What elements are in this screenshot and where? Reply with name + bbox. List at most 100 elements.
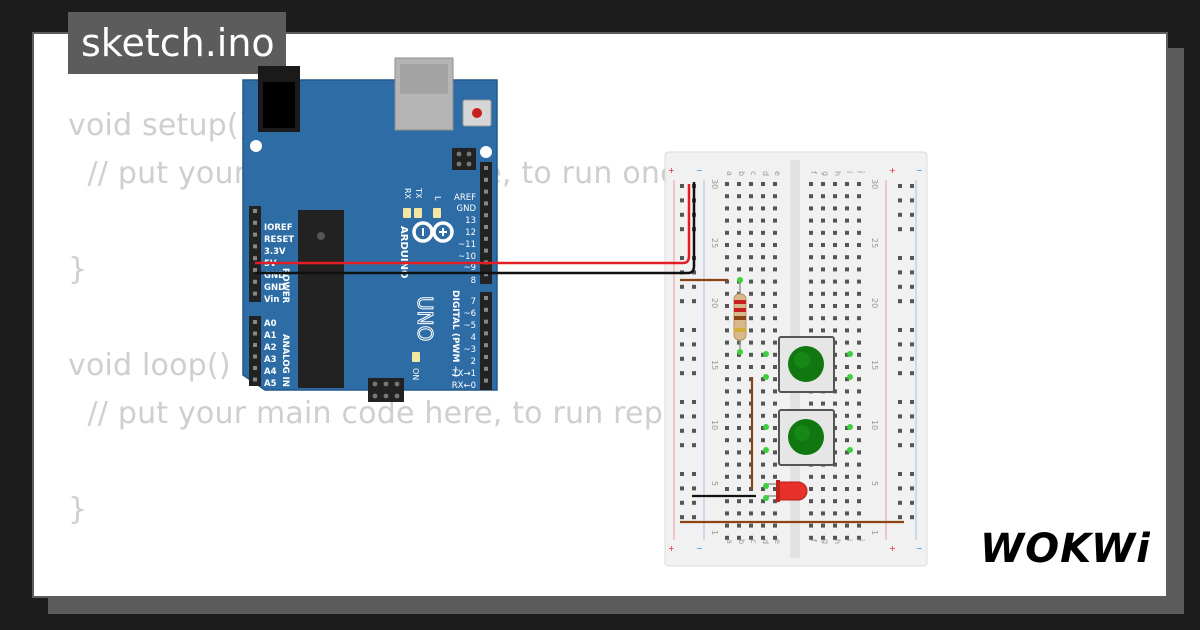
breadboard-hole bbox=[725, 352, 729, 357]
pin-label: RX←0 bbox=[452, 381, 476, 391]
rail-hole bbox=[898, 212, 902, 217]
connection-markers bbox=[737, 277, 853, 501]
breadboard-hole bbox=[857, 511, 861, 516]
breadboard-hole bbox=[857, 365, 861, 369]
pin-label: A4 bbox=[264, 367, 277, 377]
breadboard-hole bbox=[773, 365, 777, 369]
breadboard-hole bbox=[761, 450, 765, 455]
breadboard-hole bbox=[725, 389, 729, 394]
breadboard-hole bbox=[821, 523, 825, 528]
breadboard-hole bbox=[737, 401, 741, 406]
breadboard-hole bbox=[821, 255, 825, 260]
column-label: f bbox=[809, 171, 818, 174]
breadboard-hole bbox=[845, 450, 849, 455]
rail-hole bbox=[680, 428, 684, 433]
pin-label: 7 bbox=[471, 297, 476, 307]
breadboard-hole bbox=[773, 328, 777, 333]
breadboard-hole bbox=[773, 413, 777, 418]
power-wire[interactable] bbox=[255, 184, 691, 265]
rail-hole bbox=[910, 428, 914, 433]
breadboard-hole bbox=[773, 426, 777, 430]
breadboard-hole bbox=[761, 377, 765, 382]
connection-dot bbox=[763, 424, 769, 430]
column-label: f bbox=[809, 539, 818, 542]
breadboard-hole bbox=[833, 206, 837, 211]
rail-hole bbox=[692, 328, 696, 332]
breadboard-hole bbox=[845, 499, 849, 504]
wires[interactable] bbox=[255, 182, 904, 524]
digital-header-high bbox=[480, 162, 492, 284]
wokwi-logo: WOKWi bbox=[980, 526, 1150, 572]
breadboard-hole bbox=[749, 218, 753, 223]
pin-label: A3 bbox=[264, 355, 277, 365]
breadboard-hole bbox=[821, 316, 825, 321]
breadboard-hole bbox=[737, 499, 741, 504]
breadboard-hole bbox=[773, 523, 777, 528]
breadboard-hole bbox=[833, 316, 837, 321]
breadboard-hole bbox=[761, 523, 765, 528]
breadboard-hole bbox=[725, 316, 729, 321]
pin-label: RESET bbox=[264, 235, 294, 245]
rail-hole bbox=[910, 342, 914, 347]
breadboard-hole bbox=[857, 194, 861, 199]
analog-header bbox=[249, 316, 261, 386]
pin-label: A1 bbox=[264, 331, 277, 341]
breadboard-hole bbox=[761, 535, 765, 540]
breadboard-hole bbox=[833, 535, 837, 540]
status-leds: RX TX L ON bbox=[403, 187, 442, 380]
breadboard-hole bbox=[857, 413, 861, 418]
header-pin bbox=[484, 319, 488, 324]
rail-hole bbox=[898, 428, 902, 433]
rail-hole bbox=[680, 184, 684, 188]
breadboard-hole bbox=[833, 267, 837, 272]
column-label: j bbox=[857, 538, 866, 541]
breadboard-hole bbox=[761, 426, 765, 430]
rail-hole bbox=[898, 371, 902, 376]
breadboard-hole bbox=[725, 535, 729, 540]
breadboard-hole bbox=[809, 304, 813, 308]
breadboard-hole bbox=[737, 511, 741, 516]
breadboard-hole bbox=[749, 523, 753, 528]
breadboard-hole bbox=[809, 267, 813, 272]
rail-hole bbox=[898, 443, 902, 448]
rail-hole bbox=[692, 400, 696, 404]
code-line: } bbox=[68, 492, 88, 527]
rail-plus-label: + bbox=[889, 166, 896, 175]
breadboard-hole bbox=[773, 474, 777, 479]
header-pin bbox=[484, 307, 488, 312]
pushbutton-2[interactable] bbox=[778, 409, 835, 466]
rail-hole bbox=[898, 500, 902, 505]
breadboard-hole bbox=[773, 243, 777, 247]
breadboard-hole bbox=[809, 474, 813, 479]
led-label: TX bbox=[414, 187, 423, 199]
column-label: c bbox=[749, 171, 758, 175]
breadboard-hole bbox=[833, 218, 837, 223]
rail-hole bbox=[910, 270, 914, 275]
pin-label: ~9 bbox=[463, 263, 476, 273]
mounting-hole bbox=[480, 392, 492, 404]
row-number: 30 bbox=[870, 179, 879, 189]
breadboard-hole bbox=[821, 279, 825, 284]
breadboard-hole bbox=[857, 352, 861, 357]
breadboard-hole bbox=[761, 182, 765, 186]
breadboard-hole bbox=[749, 243, 753, 247]
column-label: h bbox=[833, 539, 842, 544]
breadboard-hole bbox=[809, 511, 813, 516]
resistor[interactable] bbox=[733, 280, 747, 350]
file-tab[interactable]: sketch.ino bbox=[68, 12, 286, 74]
pin-label: 3.3V bbox=[264, 247, 286, 257]
breadboard-hole bbox=[761, 352, 765, 357]
rail-hole bbox=[910, 299, 914, 304]
pushbutton-1[interactable] bbox=[778, 336, 835, 393]
header-pin bbox=[253, 220, 257, 225]
arduino-uno-board[interactable]: IOREF RESET 3.3V 5V GND GND Vin A0 A1 A2… bbox=[242, 57, 498, 406]
ground-wire[interactable] bbox=[255, 182, 696, 275]
column-label: a bbox=[725, 171, 734, 176]
rail-hole bbox=[680, 371, 684, 376]
breadboard-hole bbox=[845, 401, 849, 406]
header-pin bbox=[484, 225, 488, 229]
breadboard-hole bbox=[725, 511, 729, 516]
breadboard-hole bbox=[749, 279, 753, 284]
pin-label: GND bbox=[457, 204, 477, 214]
breadboard-hole bbox=[749, 499, 753, 504]
